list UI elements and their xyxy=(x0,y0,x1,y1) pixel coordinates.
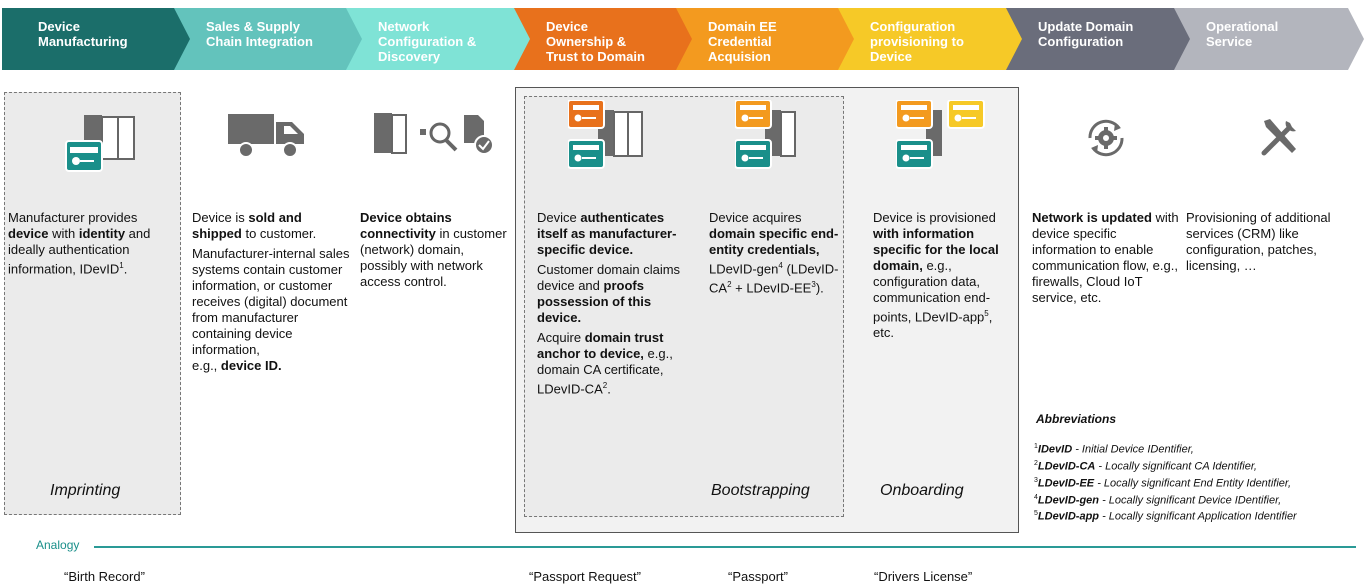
config-credential-icon xyxy=(896,100,985,169)
settings-refresh-icon xyxy=(1088,119,1124,157)
ownership-description: Device authenticates itself as manufactu… xyxy=(537,210,681,397)
network-description: Device obtains connectivity in customer … xyxy=(360,210,507,289)
sales-description: Device is sold and shipped to customer. … xyxy=(192,210,350,373)
abbreviation-item: 2LDevID-CA - Locally significant CA Iden… xyxy=(1034,459,1257,473)
stage-label: Network Configuration & Discovery xyxy=(378,19,477,64)
stage-domain-ee-credential: Domain EE Credential Acquision xyxy=(676,8,856,70)
stage-label: Sales & Supply Chain Integration xyxy=(206,19,313,49)
analogy-birth-record: “Birth Record” xyxy=(64,569,145,584)
abbreviation-item: 1IDevID - Initial Device IDentifier, xyxy=(1034,443,1194,456)
network-discovery-icon xyxy=(374,113,494,155)
manufacturing-description: Manufacturer provides device with identi… xyxy=(8,210,151,277)
ownership-credential-icon xyxy=(568,100,643,169)
analogy-label: Analogy xyxy=(36,538,80,552)
update-description: Network is updated with device specific … xyxy=(1032,210,1179,305)
ee-credential-icon xyxy=(735,100,796,169)
abbreviation-item: 5LDevID-app - Locally significant Applic… xyxy=(1034,510,1297,524)
phase-bootstrapping: Bootstrapping xyxy=(711,482,810,499)
phase-imprinting: Imprinting xyxy=(50,482,121,499)
abbreviation-item: 3LDevID-EE - Locally significant End Ent… xyxy=(1034,476,1292,490)
stage-label: Device Ownership & Trust to Domain xyxy=(546,19,645,64)
stage-device-ownership: Device Ownership & Trust to Domain xyxy=(514,8,694,70)
stage-label: Device Manufacturing xyxy=(38,19,128,49)
analogy-passport-request: “Passport Request” xyxy=(529,569,641,584)
stage-label: Configuration provisioning to Device xyxy=(870,19,964,64)
stage-label: Update Domain Configuration xyxy=(1038,19,1134,49)
analogy-divider xyxy=(94,546,1356,548)
tools-icon xyxy=(1261,119,1296,156)
phase-onboarding: Onboarding xyxy=(880,482,964,499)
stage-operational-service: Operational Service xyxy=(1174,8,1364,70)
abbreviations-title: Abbreviations xyxy=(1036,412,1117,426)
operational-description: Provisioning of additional services (CRM… xyxy=(1186,210,1331,273)
abbreviation-item: 4LDevID-gen - Locally significant Device… xyxy=(1034,493,1282,507)
stage-network-configuration: Network Configuration & Discovery xyxy=(346,8,532,70)
credential-description: Device acquires domain specific end-enti… xyxy=(709,210,839,296)
abbreviations-list: 1IDevID - Initial Device IDentifier, 2LD… xyxy=(1034,440,1297,524)
stage-device-manufacturing: Device Manufacturing xyxy=(2,8,192,70)
stage-label: Operational Service xyxy=(1206,19,1279,49)
stage-update-domain-configuration: Update Domain Configuration xyxy=(1006,8,1192,70)
provisioning-description: Device is provisioned with information s… xyxy=(873,210,999,341)
analogy-drivers-license: “Drivers License” xyxy=(874,569,973,584)
stage-configuration-provisioning: Configuration provisioning to Device xyxy=(838,8,1024,70)
truck-icon xyxy=(228,114,304,158)
stage-sales-supply-chain: Sales & Supply Chain Integration xyxy=(174,8,364,70)
stage-label: Domain EE Credential Acquision xyxy=(708,19,777,64)
device-credential-icon xyxy=(65,115,135,172)
analogy-passport: “Passport” xyxy=(728,569,788,584)
